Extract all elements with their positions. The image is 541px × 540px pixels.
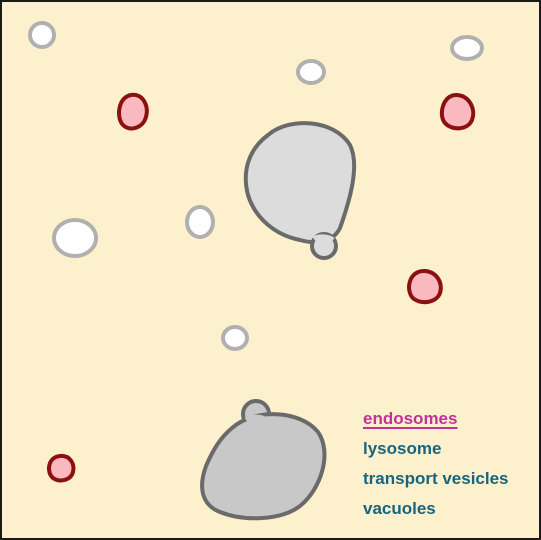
- legend: endosomes lysosome transport vesicles va…: [363, 404, 509, 524]
- endosome: [439, 93, 476, 131]
- transport-vesicle: [221, 325, 249, 351]
- legend-item-transport-vesicles[interactable]: transport vesicles: [363, 469, 509, 488]
- endosome: [407, 269, 443, 305]
- vacuole: [200, 399, 327, 521]
- transport-vesicle: [52, 218, 98, 258]
- transport-vesicle: [450, 35, 484, 61]
- legend-item-lysosome[interactable]: lysosome: [363, 439, 442, 458]
- legend-item-vacuoles[interactable]: vacuoles: [363, 499, 436, 518]
- transport-vesicle: [296, 59, 326, 85]
- endosome: [117, 92, 149, 131]
- vacuole: [243, 121, 357, 260]
- transport-vesicle: [28, 21, 56, 49]
- endosome: [46, 453, 76, 483]
- legend-item-endosomes[interactable]: endosomes: [363, 409, 458, 428]
- transport-vesicle: [185, 205, 215, 239]
